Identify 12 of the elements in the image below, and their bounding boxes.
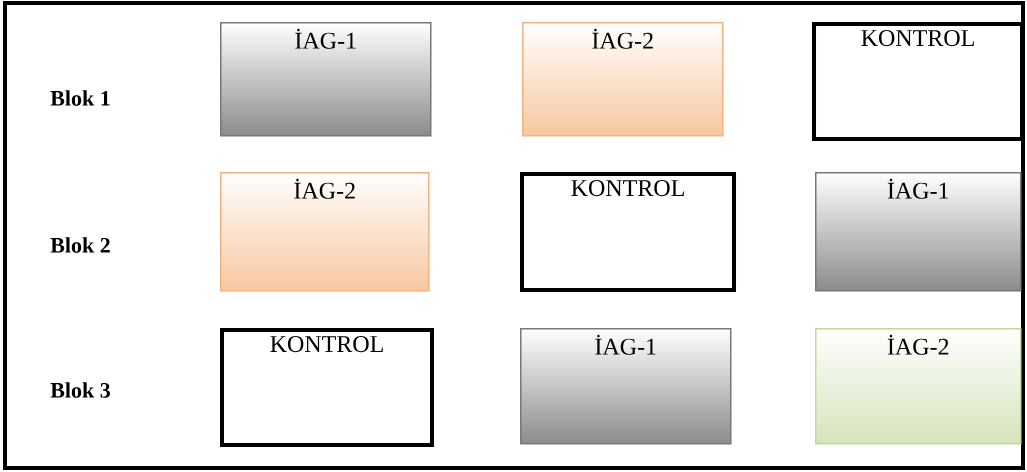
control-box: KONTROL — [812, 22, 1024, 141]
treatment-box: İAG-1 — [815, 172, 1022, 292]
treatment-box: İAG-2 — [815, 328, 1022, 445]
treatment-box: İAG-1 — [220, 22, 432, 137]
row-label: Blok 2 — [50, 237, 110, 253]
treatment-box: İAG-1 — [520, 328, 732, 445]
control-box: KONTROL — [220, 328, 434, 447]
control-box: KONTROL — [520, 172, 736, 292]
row-label: Blok 1 — [50, 90, 110, 106]
row-label: Blok 3 — [50, 382, 110, 398]
treatment-box: İAG-2 — [522, 22, 724, 137]
treatment-box: İAG-2 — [220, 172, 430, 292]
